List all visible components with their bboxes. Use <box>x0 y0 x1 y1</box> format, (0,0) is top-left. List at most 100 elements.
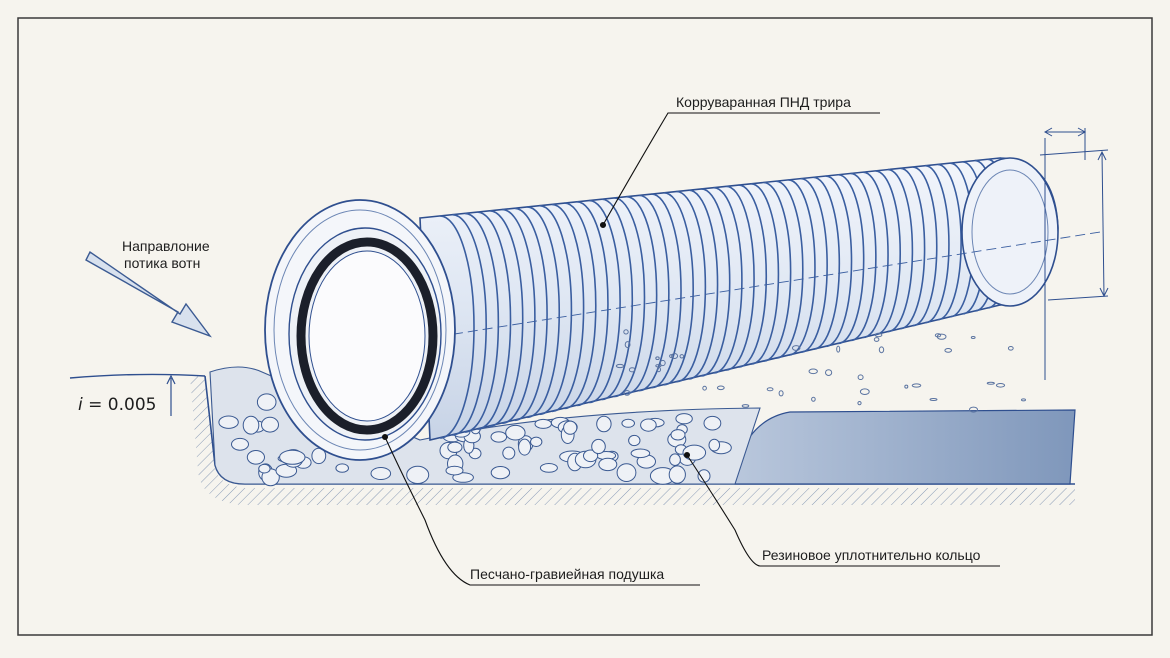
gravel-stone <box>370 467 392 480</box>
gravel-stone <box>539 463 558 473</box>
pipe-rib <box>925 164 950 324</box>
pipe-body <box>419 157 1059 442</box>
seal-ring-label: Резиновое уплотнительно кольцо <box>762 547 981 563</box>
gravel-stone <box>596 415 612 433</box>
gravel-stone <box>445 465 464 476</box>
gravel-stone <box>246 450 265 465</box>
pipe-rib <box>937 163 962 321</box>
soil-speck <box>1021 398 1026 402</box>
gravel-stone <box>616 463 637 483</box>
soil-speck <box>934 333 942 338</box>
soil-speck <box>808 368 818 375</box>
gravel-stone <box>668 465 686 484</box>
ground-surface <box>69 373 206 379</box>
pipe-rib <box>676 190 707 383</box>
gravel-stone <box>258 463 271 474</box>
soil-speck <box>857 374 864 381</box>
pipe-rib <box>489 210 524 427</box>
soil-speck <box>655 356 660 361</box>
gravel-stone <box>490 431 508 443</box>
pipe-rib <box>663 192 694 386</box>
pipe-rib <box>763 181 792 362</box>
soil-speck <box>857 401 862 406</box>
soil-speck <box>741 404 750 408</box>
soil-speck <box>623 390 631 396</box>
gravel-stones <box>218 393 732 487</box>
soil-speck <box>1007 346 1014 351</box>
gravel-stone <box>630 448 651 459</box>
soil-speck <box>904 384 909 389</box>
rubber-seal-ring <box>296 237 438 435</box>
pipe-rib <box>800 177 828 354</box>
gravel-stone <box>598 457 618 472</box>
soil-speck <box>986 381 995 385</box>
soil-speck <box>778 390 784 397</box>
pipe-rib <box>551 203 585 413</box>
pipe-rib <box>726 185 755 371</box>
soil-speck <box>836 345 841 353</box>
pipe-rib <box>788 179 816 357</box>
soil-speck <box>969 406 978 413</box>
pipe-rib <box>477 211 512 430</box>
flow-direction-arrow <box>85 250 212 338</box>
gravel-stone <box>591 438 606 455</box>
soil-speck <box>878 346 885 354</box>
soil-speck <box>671 353 679 359</box>
gravel-stone <box>675 413 693 425</box>
soil-speck <box>623 329 629 335</box>
pipe-rib <box>751 182 780 365</box>
gravel-stone <box>502 446 516 460</box>
pipe-rib <box>850 172 877 342</box>
gravel-stone <box>621 418 636 428</box>
pipe-rib <box>626 195 658 395</box>
pipe-rib <box>738 184 768 368</box>
soil-speck <box>859 388 870 396</box>
gravel-stone <box>628 434 641 447</box>
soil-speck <box>659 359 666 367</box>
pipe-rib <box>564 202 597 410</box>
slope-label: i = 0.005 <box>78 395 157 415</box>
gravel-stone <box>279 449 306 465</box>
gravel-stone <box>447 441 463 453</box>
drawing-frame <box>17 17 1153 636</box>
soil-speck <box>624 341 631 349</box>
pipe-rib <box>775 180 804 359</box>
pipe-rib <box>651 193 682 389</box>
soil-speck <box>995 383 1006 388</box>
pipe-rib <box>589 199 621 404</box>
pipe-rib <box>502 208 536 425</box>
gravel-stone <box>640 418 657 432</box>
gravel-stone <box>697 469 711 483</box>
pipe-rib <box>576 201 609 407</box>
pipe-rib <box>539 204 573 416</box>
pipe-rib <box>464 212 500 433</box>
pipe-rib <box>452 213 487 436</box>
pipe-rib <box>825 175 853 348</box>
gravel-stone <box>505 424 526 441</box>
pipe-rib <box>863 171 889 339</box>
gravel-stone <box>256 393 277 411</box>
soil-speck <box>944 348 953 353</box>
soil-block <box>734 409 1076 485</box>
pipe-rib <box>912 166 938 327</box>
pipe-rib <box>887 168 914 333</box>
soil-speck <box>656 367 662 373</box>
soil-speck <box>628 367 636 373</box>
soil-speck <box>615 363 625 369</box>
gravel-stone <box>670 429 686 441</box>
gravel-stone <box>335 463 350 473</box>
flow-direction-label-line1: Направлоние <box>122 238 210 254</box>
pipe-rib <box>439 215 475 439</box>
soil-speck <box>873 337 880 342</box>
gravel-stone <box>231 437 249 451</box>
soil-speck <box>716 385 725 391</box>
pipe-rib <box>639 194 670 392</box>
soil-speck <box>811 396 816 402</box>
gravel-stone <box>530 436 543 447</box>
pipe-rib <box>900 167 926 330</box>
slope-value: = 0.005 <box>82 395 157 415</box>
gravel-stone <box>563 420 578 435</box>
soil-speck <box>911 383 922 388</box>
leader-lines <box>381 112 1000 586</box>
